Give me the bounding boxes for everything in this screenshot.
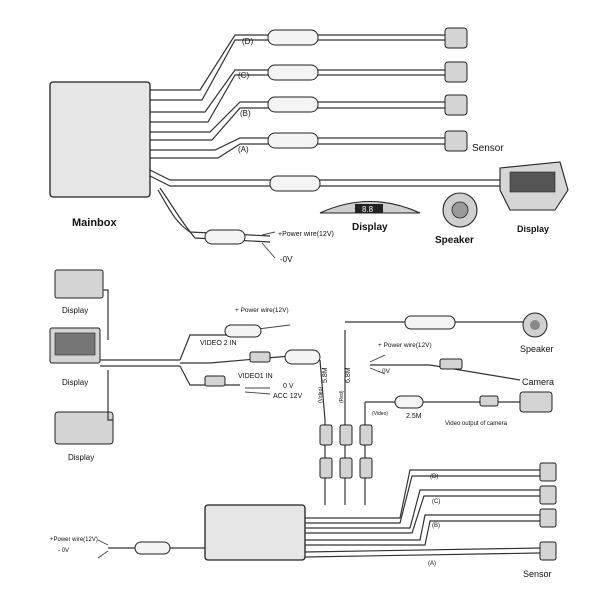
- bottom-power-wire-label: + Power wire(12V): [235, 307, 289, 314]
- bottom-sensor-d: [539, 462, 557, 482]
- bottom-camera-ground-label: - 0V: [378, 368, 391, 375]
- bottom-cable-length-1: 5.8M: [322, 367, 329, 383]
- top-speaker-cone: [451, 201, 469, 219]
- bottom-cable-tag-2: (Red): [339, 390, 345, 403]
- bottom-camera-label: Camera: [522, 377, 554, 387]
- bottom-acc-label: ACC 12V: [273, 393, 303, 400]
- top-mainbox: [49, 81, 151, 198]
- bottom-channel-c-label: (C): [432, 499, 440, 505]
- bottom-display-2-screen: [54, 332, 96, 356]
- bottom-video1-label: VIDEO1 IN: [238, 373, 273, 380]
- top-sensor-a: [444, 130, 468, 152]
- bottom-video2-plug: [249, 351, 271, 363]
- top-display-screen: [355, 204, 383, 213]
- top-clip-d: [267, 29, 319, 46]
- bottom-display-3-label: Display: [68, 453, 94, 462]
- bottom-sensor-a: [539, 541, 557, 561]
- bottom-channel-d-label: (D): [430, 474, 438, 480]
- top-ground-label: -0V: [280, 255, 293, 264]
- bottom-speaker-cone: [530, 320, 540, 330]
- top-display-unit-label: Display: [517, 224, 549, 234]
- bottom-inline-connectors: [319, 424, 373, 479]
- bottom-sensor-b: [539, 508, 557, 528]
- bottom-sensor-wires: [304, 469, 541, 558]
- bottom-connector-3-top: [359, 424, 373, 446]
- top-clip-a: [267, 132, 319, 149]
- bottom-clip-speaker: [404, 315, 456, 330]
- bottom-left-power-label: +Power wire(12V): [50, 537, 98, 543]
- bottom-sensor-label: Sensor: [523, 569, 552, 579]
- bottom-camera: [519, 391, 553, 413]
- top-sensor-d: [444, 27, 468, 49]
- bottom-clip-power: [224, 324, 262, 338]
- top-clip-c: [267, 64, 319, 81]
- bottom-camera-power-plug: [439, 358, 463, 370]
- top-mainbox-label: Mainbox: [72, 217, 117, 229]
- top-channel-a-label: (A): [238, 145, 249, 154]
- top-display-bar-label: Display: [352, 222, 388, 233]
- top-sensor-label: Sensor: [472, 143, 504, 154]
- bottom-display-2-label: Display: [62, 378, 88, 387]
- top-sensor-b: [444, 94, 468, 116]
- top-power-wire-label: +Power wire(12V): [278, 231, 334, 238]
- bottom-cable-length-3: 2.5M: [406, 413, 422, 420]
- top-display-readout: 8.8: [362, 205, 374, 214]
- top-sensor-wires: [149, 34, 500, 259]
- bottom-clip-camera: [394, 395, 424, 409]
- top-clip-display: [269, 175, 321, 192]
- bottom-clip-left-power: [134, 541, 171, 555]
- bottom-cable-tag-1: (Video): [318, 387, 324, 403]
- bottom-displays: Display Display Display: [49, 269, 114, 462]
- bottom-connector-2-top: [339, 424, 353, 446]
- bottom-clip-video2: [284, 349, 321, 365]
- bottom-cable-length-2: 6.8M: [345, 367, 352, 383]
- top-clip-power: [204, 229, 246, 245]
- bottom-connector-1-bottom: [319, 457, 333, 479]
- bottom-sensors: [539, 462, 557, 561]
- bottom-connector-3-bottom: [359, 457, 373, 479]
- bottom-sensor-c: [539, 485, 557, 505]
- bottom-section: Display Display Display + Power wire(12V…: [49, 269, 557, 579]
- bottom-display-1-label: Display: [62, 306, 88, 315]
- top-sensors: [444, 27, 468, 152]
- bottom-channel-a-label: (A): [428, 561, 436, 567]
- top-clip-b: [267, 96, 319, 113]
- bottom-connector-1-top: [319, 424, 333, 446]
- bottom-video1-plug: [204, 375, 226, 387]
- top-channel-b-label: (B): [240, 109, 251, 118]
- top-section: Mainbox (D) (C) (B) (A) Sensor 8.8 Displ…: [49, 27, 569, 264]
- top-speaker-label: Speaker: [435, 235, 474, 246]
- bottom-video2-label: VIDEO 2 IN: [200, 340, 237, 347]
- bottom-connector-2-bottom: [339, 457, 353, 479]
- top-wire-clips: [204, 29, 321, 245]
- top-sensor-c: [444, 61, 468, 83]
- bottom-speaker-label: Speaker: [520, 344, 554, 354]
- bottom-cable-tag-3: (Video): [372, 411, 388, 417]
- bottom-display-3: [54, 411, 114, 445]
- bottom-mainbox: [204, 504, 306, 561]
- bottom-camera-power-label: + Power wire(12V): [378, 342, 432, 349]
- bottom-camera-video-plug: [479, 395, 499, 407]
- bottom-channel-b-label: (B): [432, 523, 440, 529]
- top-display-unit-screen: [509, 171, 556, 193]
- top-channel-d-label: (D): [242, 37, 253, 46]
- bottom-video-output-label: Video output of camera: [445, 421, 508, 427]
- top-channel-c-label: (C): [238, 71, 249, 80]
- bottom-display-1: [54, 269, 104, 299]
- bottom-left-ground-label: - 0V: [58, 548, 69, 554]
- bottom-ground-label: 0 V: [283, 383, 294, 390]
